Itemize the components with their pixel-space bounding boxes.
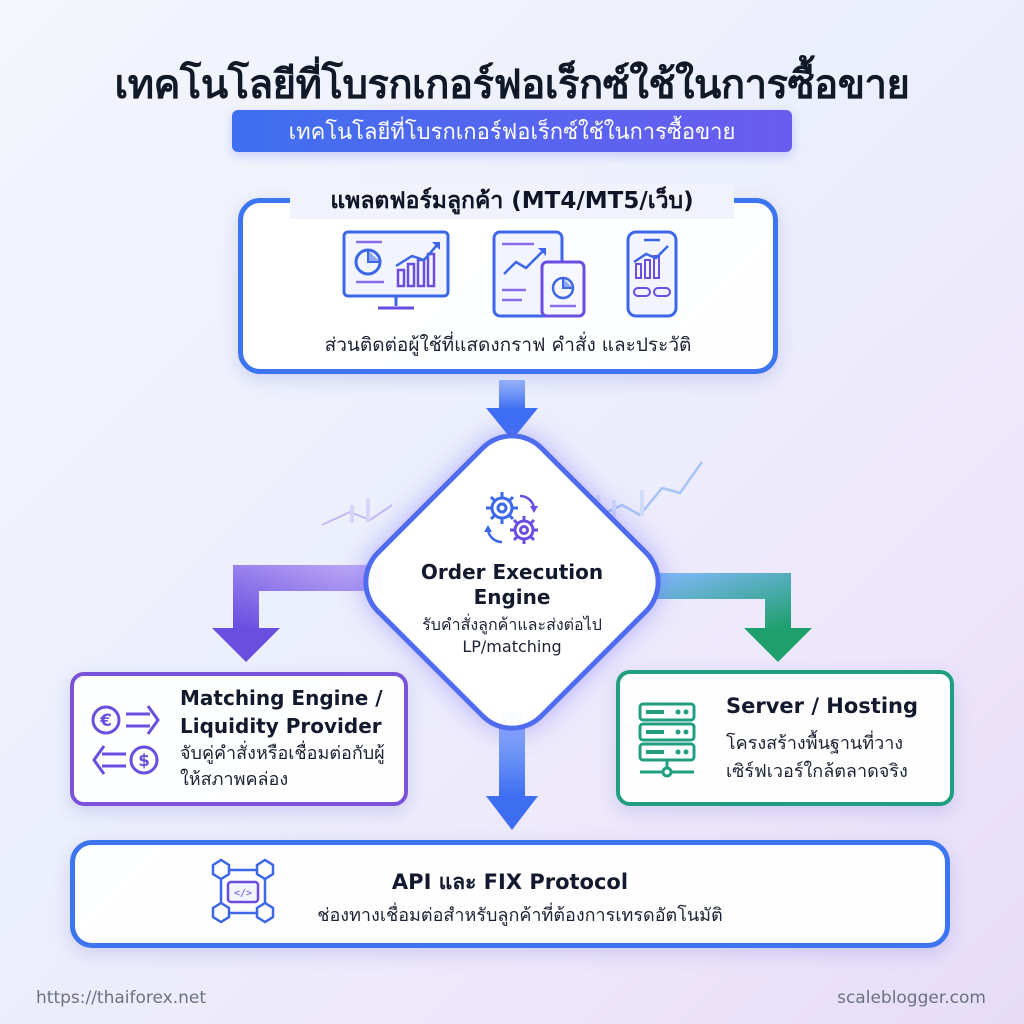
api-fix-card — [70, 840, 950, 948]
mobile-chart-icon — [626, 230, 678, 318]
server-hosting-description: โครงสร้างพื้นฐานที่วางเซิร์ฟเวอร์ใกล้ตลา… — [726, 733, 908, 782]
footer-source-link[interactable]: https://thaiforex.net — [36, 988, 207, 1008]
server-hosting-title: Server / Hosting — [726, 694, 919, 718]
svg-text:$: $ — [138, 751, 150, 771]
order-engine-description: รับคำสั่งลูกค้าและส่งต่อไป LP/matching — [422, 615, 602, 656]
arrow-engine-to-matching — [212, 565, 382, 662]
arrow-engine-to-server — [644, 573, 812, 662]
matching-engine-description: จับคู่คำสั่งหรือเชื่อมต่อกับผู้ให้สภาพคล… — [180, 743, 385, 790]
server-hosting-card — [616, 670, 954, 806]
desktop-chart-icon — [342, 230, 450, 310]
api-fix-title: API และ FIX Protocol — [391, 870, 629, 894]
svg-text:€: € — [99, 711, 112, 731]
arrow-client-to-engine — [486, 380, 538, 440]
client-platform-heading: แพลตฟอร์มลูกค้า (MT4/MT5/เว็บ) — [290, 183, 734, 219]
server-rack-icon — [638, 702, 696, 778]
order-engine-title: Order Execution Engine — [420, 560, 604, 609]
client-platform-description: ส่วนติดต่อผู้ใช้ที่แสดงกราฟ คำสั่ง และปร… — [324, 334, 692, 356]
currency-exchange-icon: € $ — [91, 705, 160, 775]
page-title: เทคโนโลยีที่โบรกเกอร์ฟอเร็กซ์ใช้ในการซื้… — [114, 62, 910, 108]
api-fix-description: ช่องทางเชื่อมต่อสำหรับลูกค้าที่ต้องการเท… — [317, 905, 723, 926]
gears-icon — [484, 492, 538, 544]
matching-engine-card — [70, 672, 408, 806]
footer-credit: scaleblogger.com — [837, 988, 986, 1008]
svg-text:</>: </> — [234, 888, 252, 899]
subtitle-banner: เทคโนโลยีที่โบรกเกอร์ฟอเร็กซ์ใช้ในการซื้… — [232, 110, 792, 152]
api-network-icon: </> — [211, 858, 275, 924]
matching-engine-title: Matching Engine / Liquidity Provider — [180, 686, 383, 738]
tablet-chart-icon — [492, 230, 586, 318]
